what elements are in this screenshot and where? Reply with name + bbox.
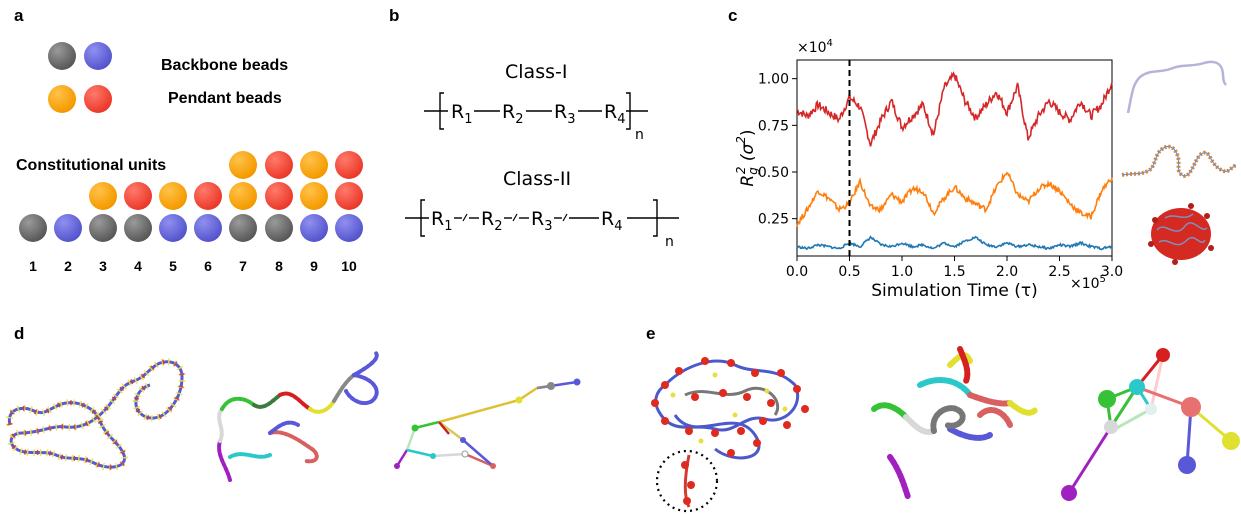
- backbone-bead-gray: [48, 42, 76, 70]
- y-tick-label: 0.25: [758, 212, 789, 228]
- panel-label-b: b: [389, 6, 400, 25]
- unit-7-pendant-2: [229, 151, 257, 179]
- panel-label-e: e: [646, 324, 656, 343]
- unit-number: 4: [134, 258, 142, 274]
- class-1-r4: R4: [604, 101, 625, 127]
- unit-number: 10: [341, 258, 357, 274]
- y-tick-label: 0.75: [758, 118, 789, 134]
- unit-7-pendant: [229, 182, 257, 210]
- unit-10-pendant: [335, 182, 363, 210]
- panel-e-polymer-colored-by-segment: [871, 346, 1039, 500]
- unit-number: 9: [310, 258, 318, 274]
- unit-10-backbone: [335, 214, 363, 242]
- panel-d-polymer-colored-by-segment: [217, 351, 379, 482]
- class-1-r2: R2: [502, 101, 523, 127]
- unit-3-pendant: [89, 182, 117, 210]
- unit-4-backbone: [124, 214, 152, 242]
- panel-d-coarse-grained-graph: [394, 378, 581, 469]
- unit-2-backbone: [54, 214, 82, 242]
- chart-axes: 0.0 0.5 1.0 1.5 2.0 2.5 3.0 0.25 0.50 0.75 1.00Sim…: [735, 38, 1123, 301]
- series-line-0: [796, 70, 1113, 147]
- backbone-beads-label: Backbone beads: [161, 57, 289, 74]
- class-2-r1: R1: [431, 208, 452, 234]
- x-tick-label: 3.0: [1101, 264, 1123, 280]
- unit-8-pendant-2: [265, 151, 293, 179]
- unit-number: 1: [29, 258, 37, 274]
- panel-label-d: d: [14, 324, 25, 343]
- highlight-circle: [655, 449, 719, 513]
- unit-9-pendant: [300, 182, 328, 210]
- class-2-title: Class-II: [503, 168, 572, 190]
- intermediate-conformation-image: [1121, 144, 1238, 178]
- chart-series: [796, 60, 1113, 256]
- series-line-1: [796, 171, 1113, 228]
- x-tick-label: 2.0: [996, 264, 1018, 280]
- panel-label-a: a: [14, 6, 24, 25]
- pendant-bead-orange: [48, 85, 76, 113]
- unit-number: 3: [99, 258, 107, 274]
- unit-number: 5: [169, 258, 177, 274]
- panel-label-c: c: [728, 6, 738, 25]
- unit-5-backbone: [159, 214, 187, 242]
- unit-8-pendant: [265, 182, 293, 210]
- rg-chart: 0.0 0.5 1.0 1.5 2.0 2.5 3.0 0.25 0.50 0.75 1.00Sim…: [735, 38, 1123, 301]
- y-tick-label: 0.50: [758, 165, 789, 181]
- extended-conformation-image: [1126, 60, 1227, 114]
- class-2-r3: R3: [531, 208, 552, 234]
- y-axis-label: Rg2 (σ2): [735, 129, 760, 186]
- unit-5-pendant: [159, 182, 187, 210]
- class-2-r4: R4: [601, 208, 622, 234]
- unit-number: 8: [275, 258, 283, 274]
- unit-9-pendant-2: [300, 151, 328, 179]
- unit-7-backbone: [229, 214, 257, 242]
- unit-6-pendant: [194, 182, 222, 210]
- plot-frame: [796, 59, 1113, 257]
- class-2-formula: R1 R2 R3 R4 n: [405, 199, 679, 250]
- unit-3-backbone: [89, 214, 117, 242]
- series-line-2: [796, 235, 1113, 251]
- x-tick-label: 1.5: [943, 264, 965, 280]
- unit-number: 2: [64, 258, 72, 274]
- class-2-r2: R2: [481, 208, 502, 234]
- y-multiplier: ×104: [797, 38, 833, 56]
- backbone-bead-blue: [84, 42, 112, 70]
- unit-8-backbone: [265, 214, 293, 242]
- x-multiplier: ×105: [1070, 274, 1106, 292]
- panel-d-polymer-colored-by-bead: [5, 358, 186, 471]
- panel-e-coarse-grained-graph: [1061, 348, 1240, 501]
- unit-4-pendant: [124, 182, 152, 210]
- constitutional-units-label: Constitutional units: [16, 157, 167, 174]
- unit-number: 6: [204, 258, 212, 274]
- collapsed-conformation-image: [1148, 203, 1214, 265]
- class-1-r1: R1: [451, 101, 472, 127]
- x-tick-label: 0.5: [838, 264, 860, 280]
- unit-number: 7: [239, 258, 247, 274]
- class-1-formula: R1 R2 R3 R4 n: [424, 92, 648, 143]
- class-2-n: n: [665, 234, 674, 250]
- pendant-beads-label: Pendant beads: [168, 90, 282, 107]
- x-tick-label: 0.0: [786, 264, 808, 280]
- class-1-r3: R3: [554, 101, 575, 127]
- class-1-title: Class-I: [505, 61, 568, 83]
- unit-1-backbone: [19, 214, 47, 242]
- unit-9-backbone: [300, 214, 328, 242]
- pendant-bead-red: [84, 85, 112, 113]
- panel-e-compact-polymer: [651, 357, 809, 513]
- class-1-n: n: [635, 127, 644, 143]
- unit-10-pendant-2: [335, 151, 363, 179]
- y-tick-label: 1.00: [758, 72, 789, 88]
- x-axis-label: Simulation Time (τ): [871, 281, 1037, 301]
- unit-6-backbone: [194, 214, 222, 242]
- x-tick-label: 2.5: [1048, 264, 1070, 280]
- x-tick-label: 1.0: [891, 264, 913, 280]
